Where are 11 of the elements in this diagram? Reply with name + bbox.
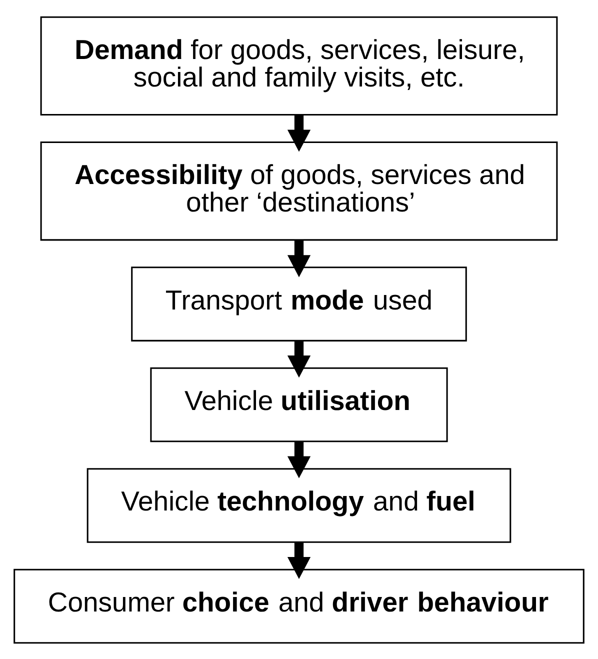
node-box: Accessibility of goods, services and other ‘destinations’ bbox=[40, 141, 558, 240]
node-box: Consumer choice and driver behaviour bbox=[14, 568, 584, 644]
node-box: Vehicle utilisation bbox=[150, 366, 448, 442]
arrow bbox=[287, 340, 311, 378]
arrow bbox=[287, 240, 311, 277]
node-box: Transport mode used bbox=[131, 266, 467, 341]
node-box: Vehicle technology and fuel bbox=[86, 468, 512, 542]
arrow bbox=[287, 114, 311, 152]
arrow bbox=[287, 441, 311, 478]
node-box: Demand for goods, services, leisure, social and family visits, etc. bbox=[40, 16, 558, 116]
arrow bbox=[287, 542, 311, 579]
